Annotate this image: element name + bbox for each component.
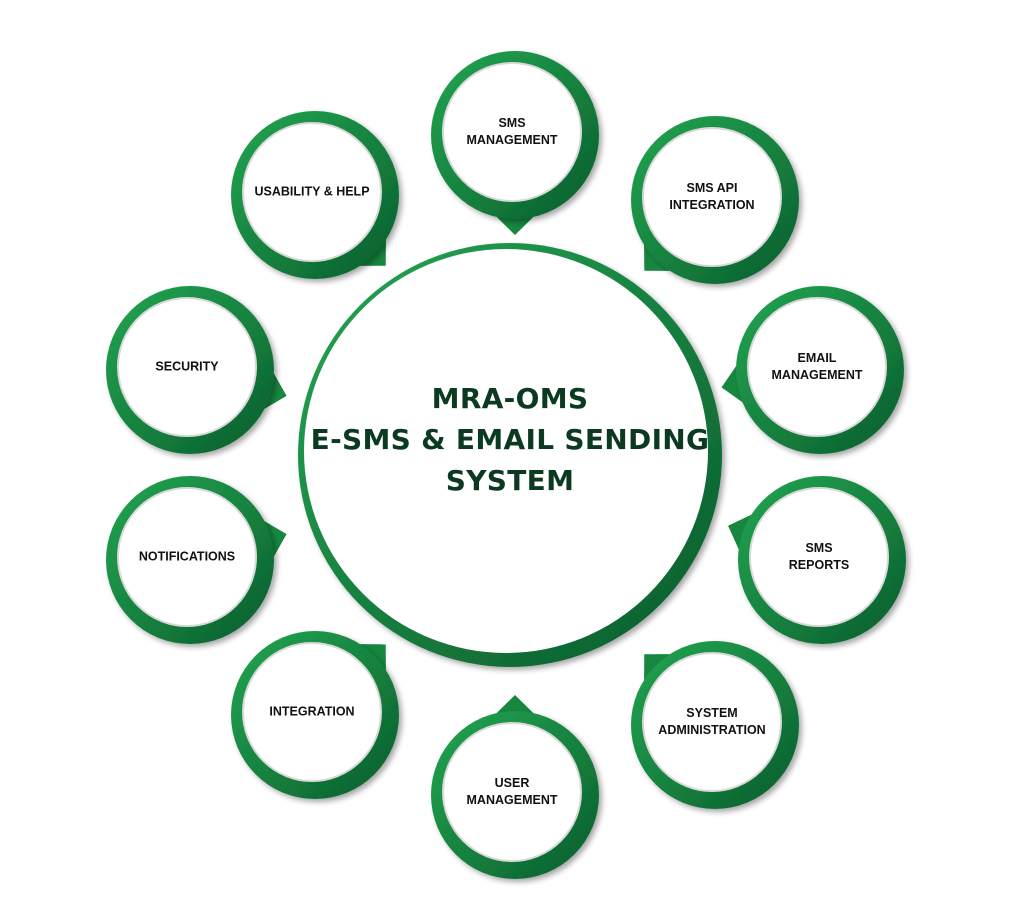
node-inner-circle xyxy=(442,722,582,862)
node-inner-circle xyxy=(117,487,257,627)
node-circles xyxy=(106,51,906,879)
node-inner-circle xyxy=(242,122,382,262)
node-integration xyxy=(231,631,399,799)
center-circle xyxy=(298,243,722,667)
node-inner-circle xyxy=(642,127,782,267)
node-label-line-2: MANAGEMENT xyxy=(466,133,558,147)
node-label-line-1: EMAIL xyxy=(797,351,837,365)
title-line-1: MRA-OMS xyxy=(431,382,589,415)
node-label-line-2: MANAGEMENT xyxy=(466,793,558,807)
node-system-administration xyxy=(631,641,799,809)
node-label-line-1: SMS xyxy=(498,116,526,130)
node-label-line-2: INTEGRATION xyxy=(669,198,755,212)
node-label-line-1: INTEGRATION xyxy=(269,704,355,719)
node-label-line-2: REPORTS xyxy=(788,558,850,572)
node-inner-circle xyxy=(117,297,257,437)
node-usability-help xyxy=(231,111,399,279)
node-label-line-1: SMS xyxy=(805,541,833,555)
node-label-system-administration: SYSTEM ADMINISTRATION xyxy=(637,705,787,739)
node-inner-circle xyxy=(242,642,382,782)
node-label-line-1: SYSTEM xyxy=(686,706,738,720)
title-line-3: SYSTEM xyxy=(445,464,575,497)
node-label-sms-management: SMS MANAGEMENT xyxy=(437,115,587,149)
node-notifications xyxy=(106,476,287,644)
node-email-management xyxy=(721,286,904,454)
node-inner-circle xyxy=(747,297,887,437)
node-label-line-2: ADMINISTRATION xyxy=(658,723,766,737)
title-line-2: E-SMS & EMAIL SENDING xyxy=(310,423,710,456)
node-label-line-1: NOTIFICATIONS xyxy=(138,549,236,564)
node-label-line-1: SECURITY xyxy=(155,359,219,374)
node-security xyxy=(106,286,287,454)
node-label-line-1: USER xyxy=(494,776,530,790)
diagram-title: MRA-OMS E-SMS & EMAIL SENDING SYSTEM xyxy=(300,378,720,501)
node-sms-management xyxy=(431,51,599,235)
node-user-management xyxy=(431,695,599,879)
node-label-line-1: USABILITY & HELP xyxy=(254,184,370,199)
node-label-integration: INTEGRATION xyxy=(237,704,387,721)
node-label-sms-api-integration: SMS API INTEGRATION xyxy=(637,180,787,214)
node-label-line-1: SMS API xyxy=(686,181,738,195)
node-inner-circle xyxy=(442,62,582,202)
node-label-user-management: USER MANAGEMENT xyxy=(437,775,587,809)
node-inner-circle xyxy=(642,652,782,792)
node-label-notifications: NOTIFICATIONS xyxy=(112,549,262,566)
node-label-email-management: EMAIL MANAGEMENT xyxy=(742,350,892,384)
node-sms-reports xyxy=(728,476,906,644)
node-label-security: SECURITY xyxy=(112,359,262,376)
node-sms-api-integration xyxy=(631,116,799,284)
node-label-line-2: MANAGEMENT xyxy=(771,368,863,382)
node-inner-circle xyxy=(749,487,889,627)
node-label-usability-help: USABILITY & HELP xyxy=(237,184,387,201)
node-label-sms-reports: SMS REPORTS xyxy=(744,540,894,574)
